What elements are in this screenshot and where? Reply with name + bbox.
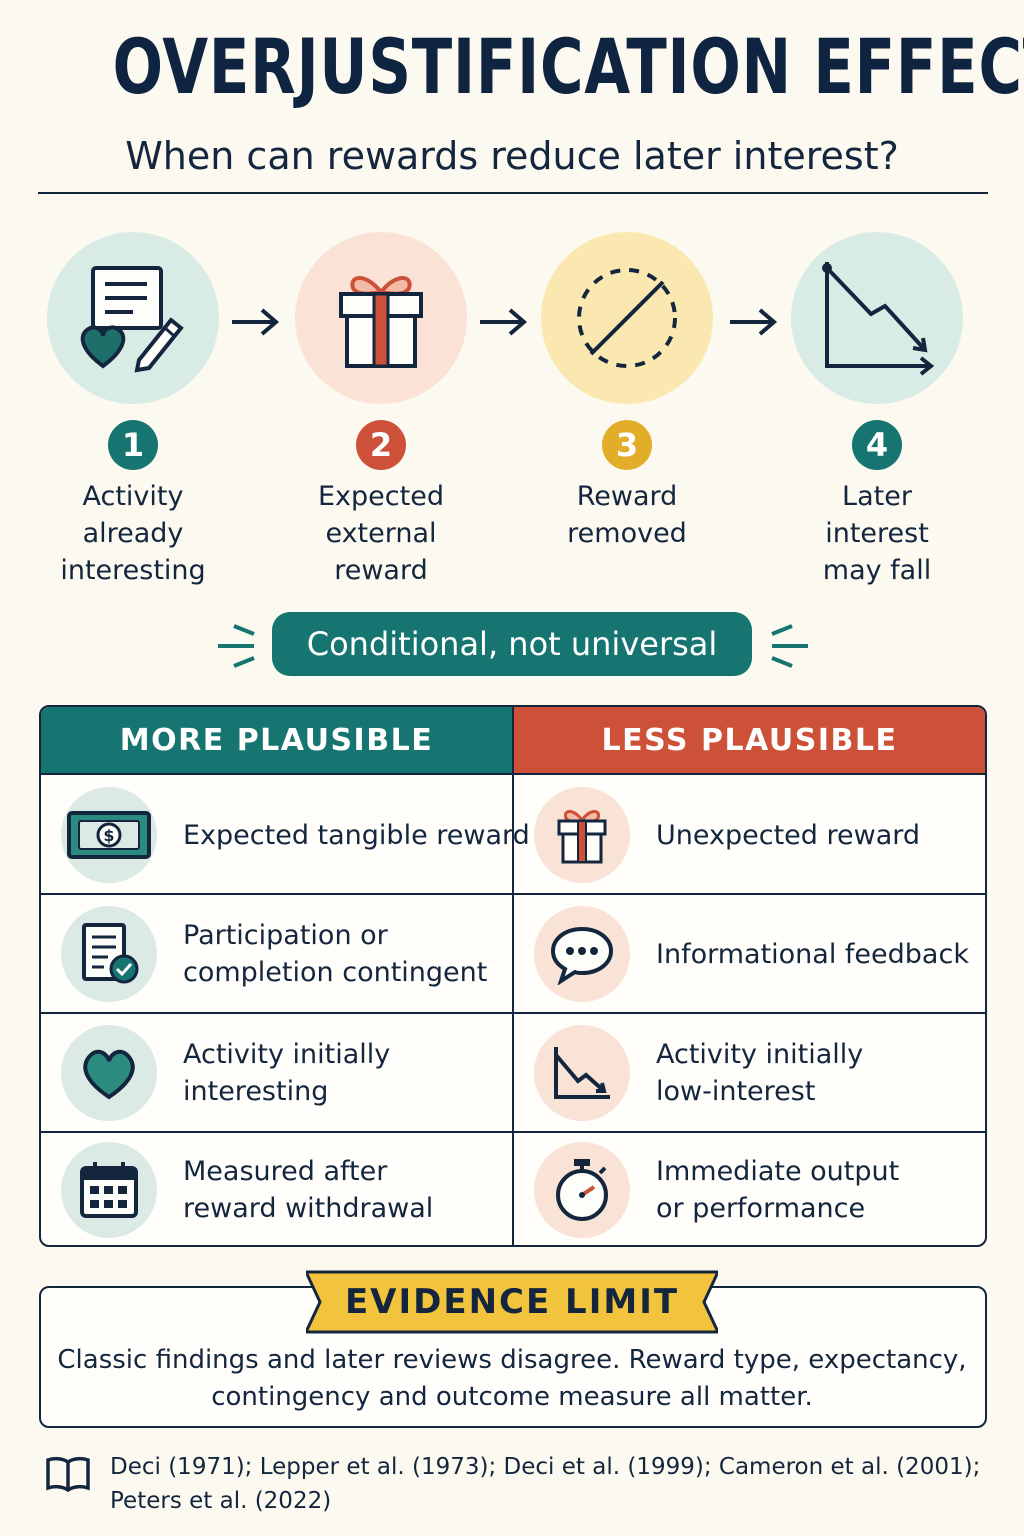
conditional-banner: Conditional, not universal — [272, 612, 752, 676]
row-divider — [41, 893, 985, 895]
cell-text: Activity initially low-interest — [656, 1039, 864, 1107]
table-row: Activity initially interesting — [41, 1015, 390, 1131]
arrow-right-icon — [726, 300, 780, 348]
calendar-icon — [61, 1142, 157, 1238]
declining-chart-icon — [534, 1025, 630, 1121]
step-label: Activity already interesting — [60, 481, 206, 586]
book-icon — [44, 1454, 92, 1498]
cell-text: Activity initially interesting — [183, 1039, 391, 1107]
removed-circle-icon — [541, 232, 713, 404]
column-divider — [512, 707, 514, 1245]
arrow-right-icon — [476, 300, 530, 348]
row-divider — [41, 1131, 985, 1133]
burst-lines-icon — [766, 620, 812, 674]
declining-chart-icon — [791, 232, 963, 404]
cell-text: Measured after reward withdrawal — [183, 1156, 434, 1224]
stopwatch-icon — [534, 1142, 630, 1238]
table-row: Measured after reward withdrawal — [41, 1132, 434, 1245]
less-plausible-header: LESS PLAUSIBLE — [514, 707, 985, 773]
ribbon-banner — [306, 1270, 718, 1334]
row-divider — [41, 773, 985, 775]
checklist-icon — [61, 906, 157, 1002]
gift-icon — [295, 232, 467, 404]
cell-text: Informational feedback — [656, 938, 969, 970]
step-number: 1 — [108, 420, 158, 470]
step-label: Reward removed — [567, 481, 687, 549]
step-2: 2 Expected external reward — [256, 232, 506, 589]
title-divider — [38, 192, 988, 194]
evidence-text: Classic findings and later reviews disag… — [57, 1345, 967, 1412]
page-title: OVERJUSTIFICATION EFFECT — [112, 22, 1024, 111]
heart-icon — [61, 1025, 157, 1121]
cell-text: Participation or completion contingent — [183, 920, 488, 988]
step-label: Later interest may fall — [822, 481, 932, 586]
row-divider — [41, 1012, 985, 1014]
page-subtitle: When can rewards reduce later interest? — [125, 134, 899, 178]
references: Deci (1971); Lepper et al. (1973); Deci … — [110, 1454, 981, 1514]
step-label: Expected external reward — [318, 481, 444, 586]
table-row: Participation or completion contingent — [41, 896, 487, 1012]
table-row: Immediate output or performance — [514, 1132, 900, 1245]
cell-text: Unexpected reward — [656, 819, 921, 851]
note-heart-pencil-icon — [47, 232, 219, 404]
table-row: $ Expected tangible reward — [41, 777, 530, 893]
speech-bubble-icon — [534, 906, 630, 1002]
step-number: 2 — [356, 420, 406, 470]
gift-icon — [534, 787, 630, 883]
step-1: 1 Activity already interesting — [8, 232, 258, 589]
step-4: 4 Later interest may fall — [752, 232, 1002, 589]
burst-lines-icon — [214, 620, 260, 674]
more-plausible-header: MORE PLAUSIBLE — [41, 707, 512, 773]
cell-text: Immediate output or performance — [656, 1156, 900, 1224]
comparison-table: MORE PLAUSIBLE LESS PLAUSIBLE $ Expected… — [39, 705, 987, 1247]
step-number: 3 — [602, 420, 652, 470]
evidence-label: EVIDENCE LIMIT — [344, 1282, 680, 1322]
svg-text:$: $ — [103, 826, 114, 845]
table-row: Unexpected reward — [514, 777, 920, 893]
money-icon: $ — [61, 787, 157, 883]
table-row: Activity initially low-interest — [514, 1015, 863, 1131]
arrow-right-icon — [228, 300, 282, 348]
table-row: Informational feedback — [514, 896, 969, 1012]
cell-text: Expected tangible reward — [183, 819, 530, 851]
step-3: 3 Reward removed — [502, 232, 752, 552]
step-number: 4 — [852, 420, 902, 470]
